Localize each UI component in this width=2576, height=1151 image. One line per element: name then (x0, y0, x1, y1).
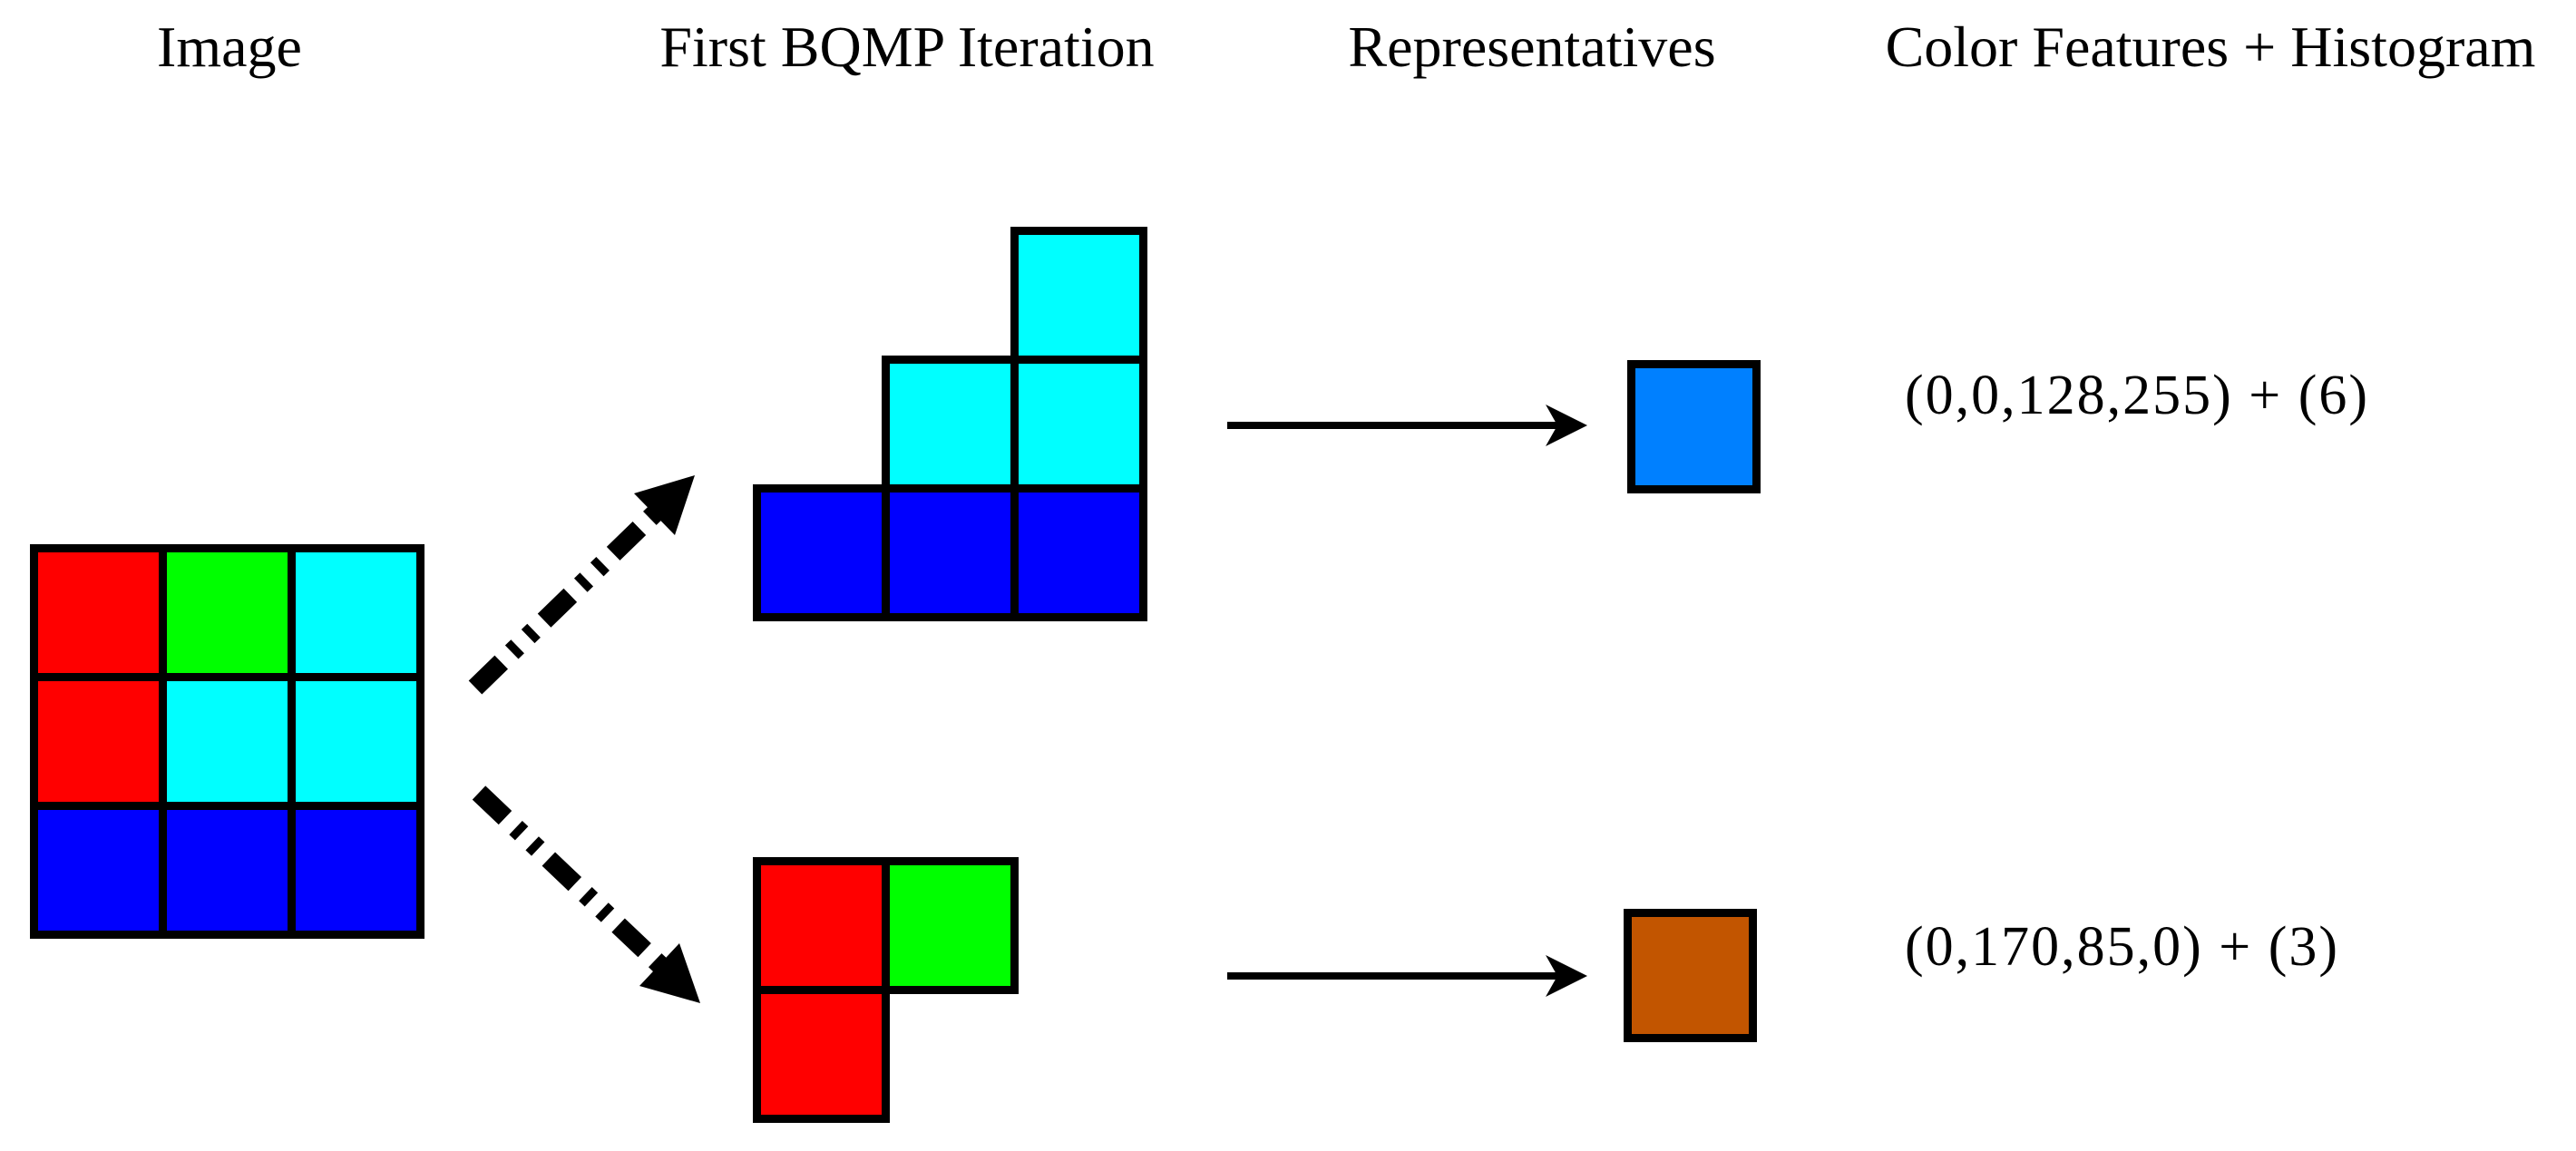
representative-swatch-blue (1627, 360, 1761, 493)
grid-cell-red (753, 986, 890, 1123)
feature-text-cluster-2: (0,170,85,0) + (3) (1905, 916, 2340, 978)
grid-cell-red (30, 544, 167, 681)
grid-cell-red (30, 673, 167, 810)
header-color-features-histogram: Color Features + Histogram (1885, 15, 2536, 79)
header-representatives: Representatives (1348, 15, 1716, 79)
solid-arrow-lower (1227, 955, 1587, 997)
grid-cell-cyan (288, 673, 424, 810)
grid-cell-cyan (159, 673, 296, 810)
grid-cell-red (753, 857, 890, 994)
representative-swatch-brown (1624, 909, 1757, 1042)
grid-cell-blue (753, 484, 890, 621)
grid-cell-green (882, 857, 1019, 994)
grid-cell-cyan (1010, 227, 1147, 364)
solid-arrow-upper (1227, 405, 1587, 446)
grid-cell-cyan (288, 544, 424, 681)
grid-cell-cyan (1010, 356, 1147, 493)
dashed-arrow-lower (472, 785, 700, 1003)
grid-cell-blue (288, 802, 424, 939)
image-grid (30, 544, 424, 939)
iteration-cluster-red-green (753, 857, 1019, 1123)
dashed-arrow-upper (468, 475, 695, 695)
grid-cell-cyan (882, 356, 1019, 493)
grid-cell-blue (1010, 484, 1147, 621)
grid-cell-blue (159, 802, 296, 939)
header-first-bqmp-iteration: First BQMP Iteration (659, 15, 1155, 79)
grid-cell-green (159, 544, 296, 681)
grid-cell-blue (882, 484, 1019, 621)
header-image: Image (157, 15, 302, 79)
grid-cell-blue (30, 802, 167, 939)
iteration-cluster-cyan-blue (753, 227, 1147, 621)
feature-text-cluster-1: (0,0,128,255) + (6) (1905, 365, 2370, 426)
